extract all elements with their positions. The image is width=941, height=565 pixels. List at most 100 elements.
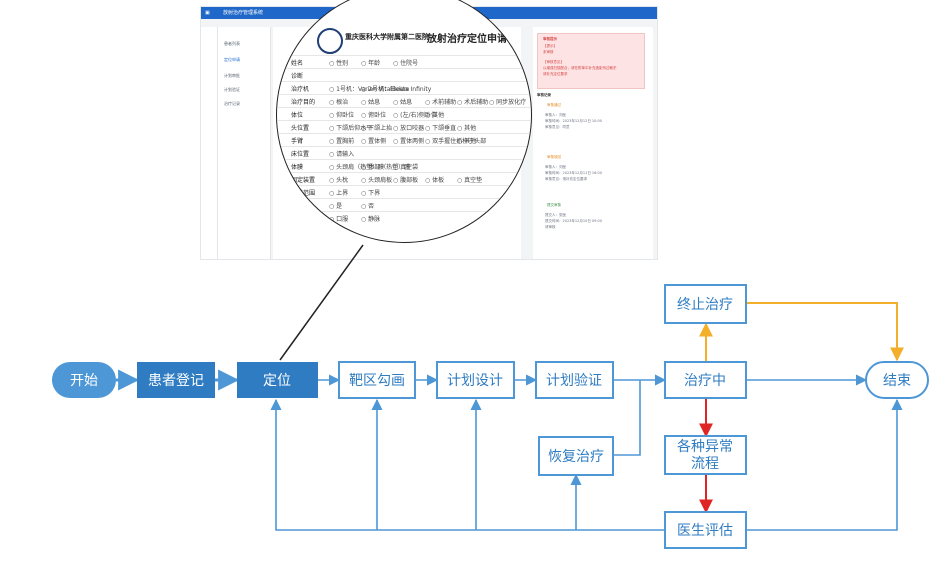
form-row-option[interactable]: ○ 置体侧 (361, 138, 387, 145)
form-row-option[interactable]: ○ 其他 (457, 125, 477, 132)
node-start-label: 开始 (70, 373, 98, 389)
form-row-label: 治疗目的 (291, 99, 316, 106)
edge-eval-end (746, 398, 903, 531)
form-row-option[interactable]: ○ 头颈肩（热塑）膜 (329, 164, 385, 171)
node-start (52, 362, 116, 398)
hospital-seal-icon (317, 28, 343, 54)
form-row-label: 固定装置 (291, 177, 316, 184)
form-row-option[interactable]: ○ 是 (329, 203, 343, 210)
form-row-divider (277, 55, 531, 56)
form-row-option[interactable]: ○ 下颌垂直 (425, 125, 457, 132)
form-row-option[interactable]: ○ 其他 (457, 138, 477, 145)
node-planning (436, 361, 515, 399)
form-row-option[interactable]: ○ 体板 (425, 177, 445, 184)
form-row-option[interactable]: ○ 仰卧位 (329, 112, 355, 119)
form-row-option[interactable]: ○ 术后辅助 (457, 99, 489, 106)
nav-item[interactable]: 计划审批 (224, 73, 240, 78)
hospital-name: 重庆医科大学附属第二医院 (345, 33, 429, 41)
form-row-option[interactable]: ○ 请输入 (329, 151, 355, 158)
audit-panel: 审核提示 【提示】 未审核 【审核意见】 以增强扫描配合，请在附单中补充造影剂过… (533, 27, 653, 259)
form-row-option[interactable]: ○ 置体两侧 (393, 138, 425, 145)
form-row-label: 方向 (291, 216, 304, 223)
form-row-option[interactable]: ○ 下界 (361, 190, 381, 197)
nav-item[interactable]: 治疗记录 (224, 101, 240, 106)
form-row-label: 手臂 (291, 138, 304, 145)
node-target (338, 361, 416, 399)
form-row-divider (277, 81, 531, 82)
form-row-option[interactable]: ○ (左/右)侧卧位 (393, 112, 437, 119)
form-row-divider (277, 120, 531, 121)
node-treating (664, 361, 747, 399)
nav-item[interactable]: 定位申请 (224, 57, 240, 62)
app-logo: ▣ (205, 10, 210, 16)
form-row-option[interactable]: ○ 姑息 (361, 99, 381, 106)
form-row-option[interactable]: ○ 放口咬器 (393, 125, 425, 132)
form-row-option[interactable]: ○ 下颌后仰水平 (329, 125, 373, 132)
form-row-label: 姓名 (291, 60, 304, 67)
form-row-option[interactable]: ○ 体部（热塑）膜 (361, 164, 411, 171)
form-row-label: 床位置 (291, 151, 310, 158)
form-row-divider (277, 133, 531, 134)
form-row-option[interactable]: ○ 静脉 (361, 216, 381, 223)
node-register (137, 362, 215, 398)
node-treating-label: 治疗中 (684, 373, 726, 389)
form-row-option[interactable]: ○ 否 (361, 203, 375, 210)
form-row-option[interactable]: ○ 真空垫 (457, 177, 483, 184)
node-resume-label: 恢复治疗 (548, 448, 604, 465)
form-row-label: 头位置 (291, 125, 310, 132)
node-planning-label: 计划设计 (447, 373, 503, 389)
node-stop (664, 284, 747, 324)
form-row-divider (277, 211, 531, 212)
history-status: 提交审核 (547, 203, 561, 207)
form-row-option[interactable]: ○ 1号机：Varian VitalBeam (329, 86, 410, 93)
form-row-option[interactable]: ○ 2号机：Elekta Infinity (361, 86, 432, 93)
node-verify (535, 361, 614, 399)
form-row-option[interactable]: ○ 头颈肩板 (361, 177, 393, 184)
nav-item[interactable]: 患者列表 (224, 41, 240, 46)
form-row-option[interactable]: ○ 双手握住抓杆于头部 (425, 138, 487, 145)
form-row-option[interactable]: ○ 性别 (329, 60, 349, 67)
nav-menu: 患者列表 定位申请 计划审批 计划验证 治疗记录 (218, 27, 271, 259)
warning-box: 审核提示 【提示】 未审核 【审核意见】 以增强扫描配合，请在附单中补充造影剂过… (537, 33, 645, 89)
form-row-option[interactable]: ○ 置胸前 (329, 138, 355, 145)
form-row-option[interactable]: ○ 姑息 (393, 99, 413, 106)
form-row-divider (277, 94, 531, 95)
history-status: 审核驳回 (547, 155, 561, 159)
form-row-option[interactable]: ○ 头枕 (329, 177, 349, 184)
form-row-option[interactable]: ○ 腹部板 (393, 177, 419, 184)
nav-item[interactable]: 计划验证 (224, 87, 240, 92)
form-row-option[interactable]: ○ 同步放化疗 (489, 99, 527, 106)
form-row-divider (277, 68, 531, 69)
form-row-label: 体位 (291, 112, 304, 119)
edge-resume-treating (613, 380, 641, 456)
node-resume (538, 436, 614, 476)
edge-stop-end (746, 302, 904, 362)
node-positioning (237, 362, 318, 398)
form-row-option[interactable]: ○ 口服 (329, 216, 349, 223)
node-stop-label: 终止治疗 (677, 297, 733, 313)
form-row-option[interactable]: ○ 其他 (425, 112, 445, 119)
form-row-option[interactable]: ○ 上界 (329, 190, 349, 197)
node-abnormal-label-line2: 流程 (691, 456, 719, 472)
form-row-divider (277, 172, 531, 173)
form-row-label: 扫描范围 (291, 190, 316, 197)
form-row-option[interactable]: ○ 俯卧位 (361, 112, 387, 119)
form-title: 放射治疗定位申请单 (427, 34, 517, 45)
icon-rail (201, 27, 218, 259)
node-end-label: 结束 (883, 373, 911, 389)
form-row-option[interactable]: ○ 年龄 (361, 60, 381, 67)
node-eval (664, 511, 747, 549)
form-row-label: 治疗机 (291, 86, 310, 93)
form-row-option[interactable]: ○ 下颌上抬 (361, 125, 393, 132)
form-row-divider (277, 107, 531, 108)
app-title: 放射治疗管理系统 (223, 10, 264, 16)
node-abnormal (664, 435, 747, 475)
form-row-option[interactable]: ○ 术前辅助 (425, 99, 457, 106)
node-end (865, 361, 929, 399)
form-row-option[interactable]: ○ 真空袋 (393, 164, 419, 171)
edge-eval-positioning (270, 398, 665, 531)
form-row-label: 诊断 (291, 73, 304, 80)
form-row-option[interactable]: ○ 根治 (329, 99, 349, 106)
form-row-option[interactable]: ○ 住院号 (393, 60, 419, 67)
